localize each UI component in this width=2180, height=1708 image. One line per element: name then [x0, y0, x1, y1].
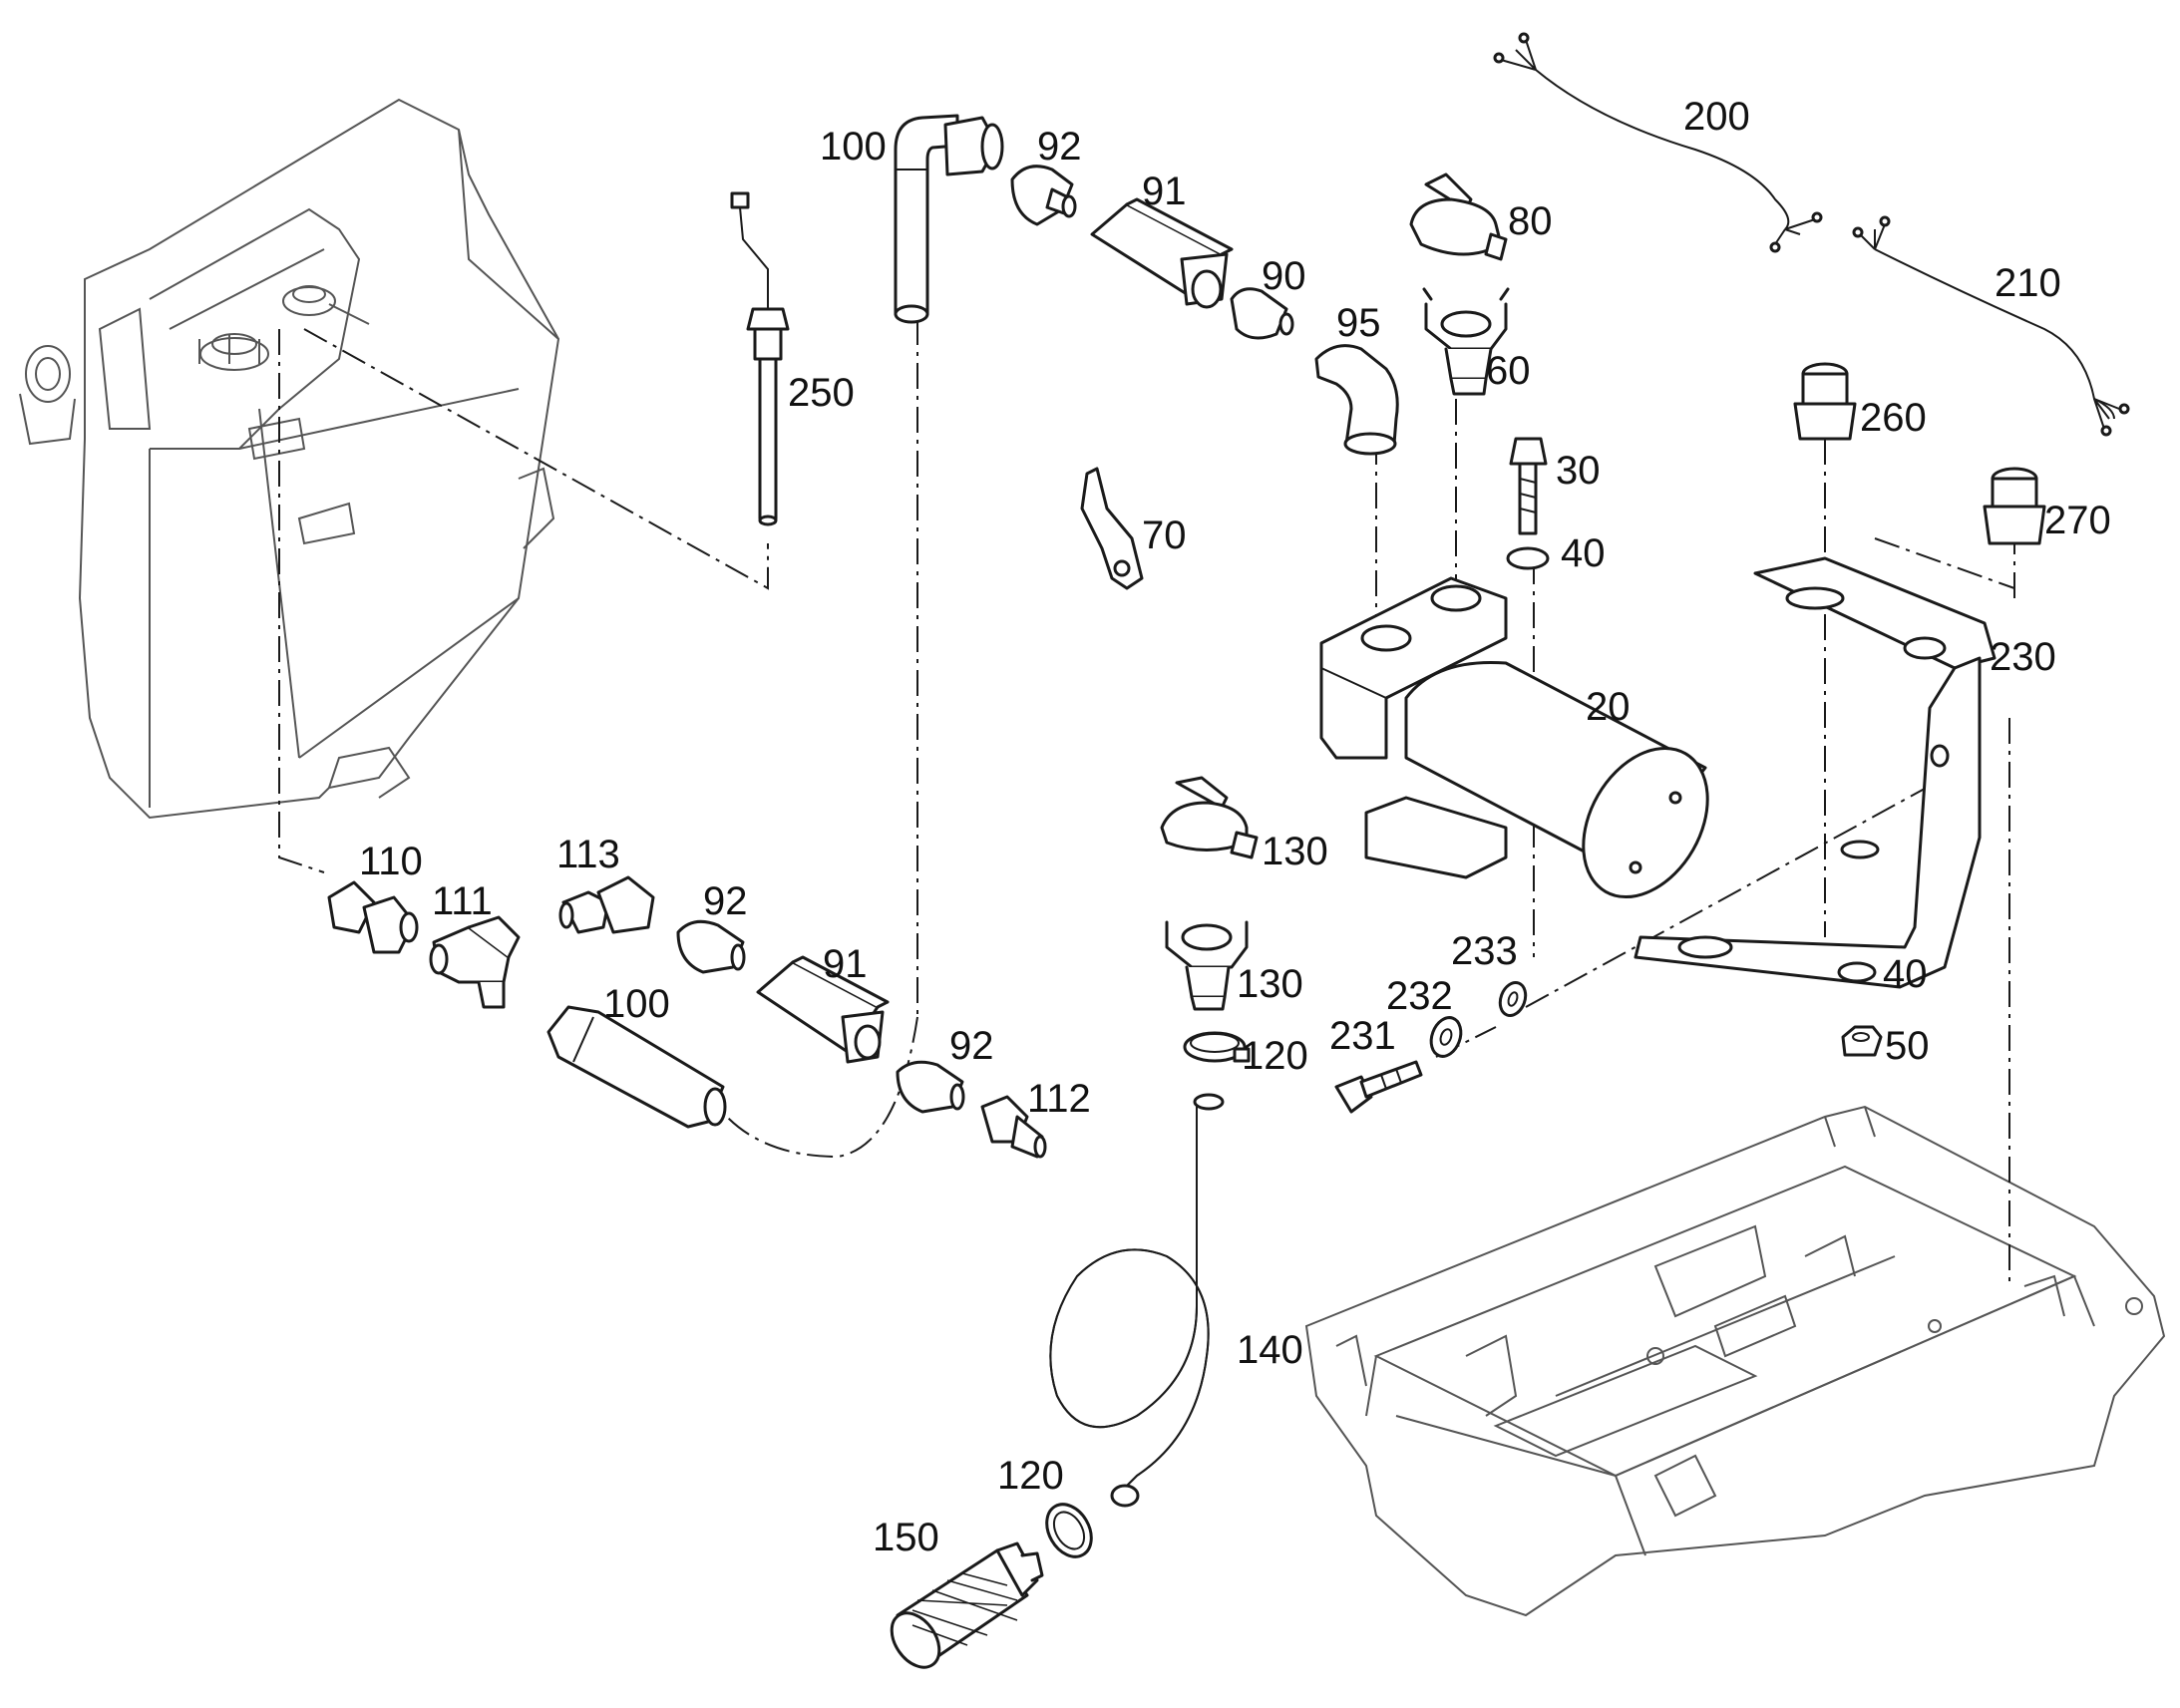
label-120-bottom: 120	[997, 1454, 1064, 1498]
label-100-top: 100	[820, 125, 887, 169]
label-230: 230	[1990, 635, 2056, 679]
part-labels: 20 30 40 40 50 60 70 80 90 91 91 92 92 9…	[359, 95, 2111, 1559]
washer-233	[1498, 981, 1528, 1017]
label-92-mid: 92	[703, 879, 748, 923]
filter-91-bottom	[756, 955, 890, 1064]
hose-elbow-top	[894, 114, 1004, 324]
label-91-top: 91	[1142, 170, 1187, 213]
fitting-92-mid	[676, 919, 746, 974]
cap-80	[1409, 172, 1508, 261]
cap-130	[1160, 776, 1259, 859]
fitting-110	[327, 880, 419, 954]
label-30: 30	[1556, 449, 1601, 493]
tee-fitting-111	[429, 915, 521, 1009]
bolt-231	[1334, 1060, 1423, 1114]
label-92-top: 92	[1037, 125, 1082, 169]
label-112: 112	[1027, 1077, 1091, 1121]
filter-cap-270	[1983, 467, 2046, 545]
label-100-bottom: 100	[603, 982, 670, 1026]
washer-40-top	[1506, 546, 1550, 570]
label-150: 150	[873, 1516, 939, 1559]
bracket-230	[1634, 556, 1997, 989]
label-40-lower: 40	[1883, 952, 1928, 996]
coupling-60	[1422, 287, 1510, 396]
wiring-harness-200	[1493, 32, 1823, 253]
coiled-hose-140	[1049, 1093, 1225, 1508]
label-111: 111	[432, 879, 493, 923]
label-120-top: 120	[1242, 1034, 1308, 1078]
label-90: 90	[1262, 254, 1306, 298]
fitting-90	[1230, 287, 1294, 340]
label-250: 250	[788, 371, 855, 415]
label-130-top: 130	[1262, 830, 1328, 873]
bracket-clip-70	[1080, 467, 1144, 590]
label-95: 95	[1336, 301, 1381, 345]
label-113: 113	[556, 833, 620, 876]
fitting-112	[980, 1095, 1047, 1159]
water-tank	[19, 98, 560, 820]
strainer-150	[890, 1541, 1044, 1669]
coupling-130	[1165, 920, 1249, 1011]
hose-100-bottom	[546, 1005, 727, 1129]
pump-20	[1319, 576, 1709, 899]
nut-50	[1841, 1025, 1883, 1057]
bolt-30	[1509, 437, 1548, 535]
washer-40-lower	[1837, 961, 1877, 983]
hose-clamp-120-bottom	[1045, 1503, 1093, 1558]
label-60: 60	[1486, 349, 1531, 393]
label-200: 200	[1683, 95, 1750, 139]
label-270: 270	[2044, 499, 2111, 542]
label-91-bottom: 91	[823, 942, 868, 986]
fitting-92-top	[1010, 165, 1077, 226]
label-260: 260	[1860, 396, 1927, 440]
elbow-95	[1314, 344, 1399, 456]
label-130-bottom: 130	[1237, 962, 1303, 1006]
machine-frame	[1304, 1105, 2166, 1617]
hose-clamp-120-top	[1183, 1031, 1251, 1063]
fitting-92-low	[896, 1060, 965, 1114]
label-232: 232	[1386, 974, 1453, 1018]
level-sensor	[730, 191, 790, 526]
label-40-top: 40	[1561, 531, 1606, 575]
filter-91-top	[1090, 197, 1234, 309]
label-140: 140	[1237, 1328, 1303, 1372]
label-210: 210	[1995, 261, 2061, 305]
label-50: 50	[1885, 1024, 1930, 1068]
label-233: 233	[1451, 929, 1518, 973]
label-110: 110	[359, 840, 423, 883]
label-70: 70	[1142, 513, 1187, 557]
label-80: 80	[1508, 199, 1553, 243]
elbow-113	[558, 875, 655, 934]
label-231: 231	[1329, 1014, 1396, 1058]
label-92-low: 92	[949, 1024, 994, 1068]
filter-cap-260	[1793, 362, 1857, 441]
wiring-harness-210	[1852, 215, 2130, 437]
label-20: 20	[1586, 685, 1631, 729]
washer-232	[1429, 1016, 1463, 1058]
